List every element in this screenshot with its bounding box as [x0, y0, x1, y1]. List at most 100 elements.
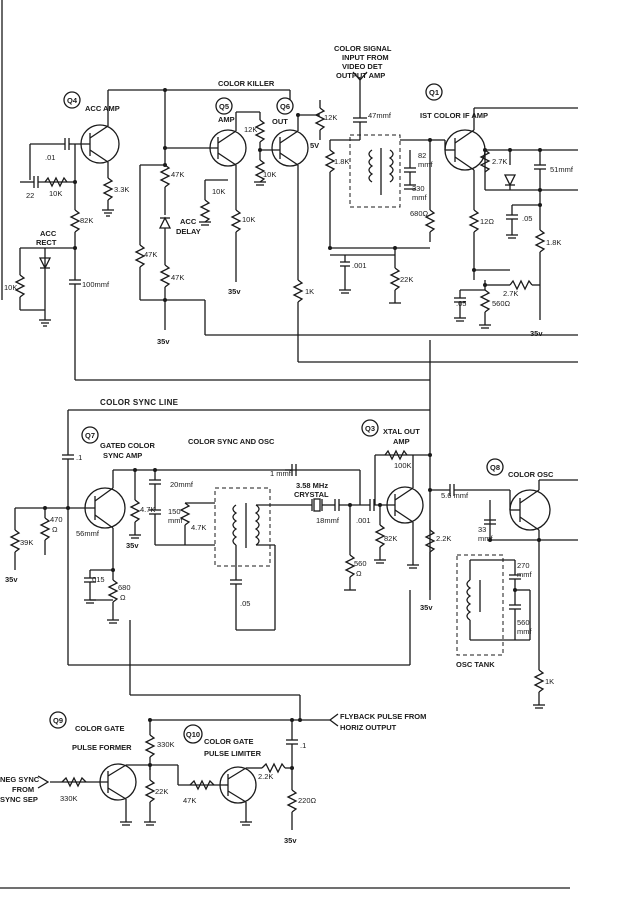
value-r18k-b: 1.8K: [546, 238, 561, 247]
value-c22: 22: [26, 191, 34, 200]
q7-tag: Q7: [85, 431, 95, 440]
q4-tag: Q4: [67, 96, 78, 105]
value-r10k-rect: 10K: [4, 283, 17, 292]
value-c560: 560: [517, 618, 530, 627]
value-r560-b: 560: [354, 559, 367, 568]
neg-sync-label-1: NEG SYNC: [0, 775, 40, 784]
color-sync-line-label: COLOR SYNC LINE: [100, 398, 179, 407]
crystal-label-1: 3.58 MHz: [296, 481, 328, 490]
value-c01: .01: [45, 153, 55, 162]
value-r33k: 3.3K: [114, 185, 129, 194]
transistor-tags: Q4 Q5 Q6 Q1 Q7 Q3 Q8 Q9 Q10: [49, 83, 504, 744]
wires: [0, 0, 578, 889]
value-c001-b: .001: [356, 516, 371, 525]
flyback-label-2: HORIZ OUTPUT: [340, 723, 397, 732]
value-c56b: 5.6 mmf: [441, 491, 469, 500]
supply-35v: 35v: [420, 603, 433, 612]
value-c1-a: .1: [76, 453, 82, 462]
value-c05-a: .05: [522, 214, 532, 223]
color-signal-label-3: VIDEO DET: [342, 62, 383, 71]
value-c51: 51mmf: [550, 165, 574, 174]
value-r220: 220Ω: [298, 796, 317, 805]
acc-rect-label-2: RECT: [36, 238, 57, 247]
q7-name-2: SYNC AMP: [103, 451, 142, 460]
q9-tag: Q9: [53, 716, 63, 725]
value-r22k-b: 2.2K: [436, 534, 451, 543]
acc-delay-label-1: ACC: [180, 217, 197, 226]
value-c330: 330: [412, 184, 425, 193]
value-r22k-a: 22K: [400, 275, 413, 284]
value-c05-b: .05: [456, 299, 466, 308]
value-r680b: 680: [118, 583, 131, 592]
supply-35v: 35v: [5, 575, 18, 584]
value-r47k-e: 4.7K: [191, 523, 206, 532]
value-r47k-a: 47K: [171, 170, 184, 179]
value-c05-c: .05: [240, 599, 250, 608]
q6-name: OUT: [272, 117, 288, 126]
q10-name-2: PULSE LIMITER: [204, 749, 262, 758]
supply-labels: 35v 35v 35v 35v 35v 35v 35v: [5, 287, 543, 845]
value-r12: 12Ω: [480, 217, 494, 226]
q3-name-1: XTAL OUT: [383, 427, 420, 436]
value-r22k-d: 2.2K: [258, 772, 273, 781]
q9-name-1: COLOR GATE: [75, 724, 124, 733]
value-r10k-a: 10K: [49, 189, 62, 198]
value-r27k-b: 2.7K: [503, 289, 518, 298]
value-r39k: 39K: [20, 538, 33, 547]
q8-name: COLOR OSC: [508, 470, 554, 479]
stage-labels: ACC AMP AMP OUT IST COLOR IF AMP GATED C…: [0, 44, 554, 804]
value-r12k-b: 12K: [324, 113, 337, 122]
value-c33: 33: [478, 525, 486, 534]
value-r82k-b: 82K: [384, 534, 397, 543]
value-ohm-c: Ω: [356, 569, 362, 578]
value-c001-a: .001: [352, 261, 367, 270]
value-r22k-c: 22K: [155, 787, 168, 796]
value-r82k: 82K: [80, 216, 93, 225]
value-mmf-d: mmf: [478, 534, 493, 543]
value-r560-a: 560Ω: [492, 299, 511, 308]
value-c100: 100mmf: [82, 280, 110, 289]
value-c150: 150: [168, 507, 181, 516]
value-mmf-f: mmf: [517, 627, 532, 636]
value-ohm-a: Ω: [52, 525, 58, 534]
value-r47k-b: 47K: [144, 250, 157, 259]
ground-symbols: [39, 181, 545, 826]
value-r1k-a: 1K: [305, 287, 314, 296]
value-mmf-e: mmf: [517, 570, 532, 579]
color-signal-label-2: INPUT FROM: [342, 53, 389, 62]
sync-and-osc-label: COLOR SYNC AND OSC: [188, 437, 275, 446]
value-c1-b: .1: [300, 741, 306, 750]
supply-35v: 35v: [228, 287, 241, 296]
color-signal-label-4: OUTPUT AMP: [336, 71, 385, 80]
value-ohm-b: Ω: [120, 593, 126, 602]
q10-tag: Q10: [186, 730, 200, 739]
osc-tank-label: OSC TANK: [456, 660, 495, 669]
value-c18: 18mmf: [316, 516, 340, 525]
value-r47k-f: 47K: [183, 796, 196, 805]
q1-name: IST COLOR IF AMP: [420, 111, 488, 120]
value-mmf-c: mmf: [168, 516, 183, 525]
q6-tag: Q6: [280, 102, 290, 111]
q8-tag: Q8: [490, 463, 500, 472]
crystal-label-2: CRYSTAL: [294, 490, 329, 499]
value-c1mmf: 1 mmf: [270, 469, 292, 478]
value-r47k-d: 4.7K: [140, 505, 155, 514]
value-r10k-d: 10K: [242, 215, 255, 224]
value-c82: 82: [418, 151, 426, 160]
q3-tag: Q3: [365, 424, 375, 433]
value-v5: 5V: [310, 141, 319, 150]
value-c20: 20mmf: [170, 480, 194, 489]
supply-35v: 35v: [284, 836, 297, 845]
value-r680: 680Ω: [410, 209, 429, 218]
junction-dots: [43, 88, 542, 770]
value-r10k-c: 10K: [263, 170, 276, 179]
value-r10k-b: 10K: [212, 187, 225, 196]
value-r27k-a: 2.7K: [492, 157, 507, 166]
value-mmf-a: mmf: [418, 160, 433, 169]
q7-name-1: GATED COLOR: [100, 441, 155, 450]
value-r1k-b: 1K: [545, 677, 554, 686]
value-r470: 470: [50, 515, 63, 524]
value-r100k: 100K: [394, 461, 412, 470]
component-values: .01 22 10K 82K 3.3K 100mmf 10K 47K 47K 4…: [4, 111, 574, 805]
